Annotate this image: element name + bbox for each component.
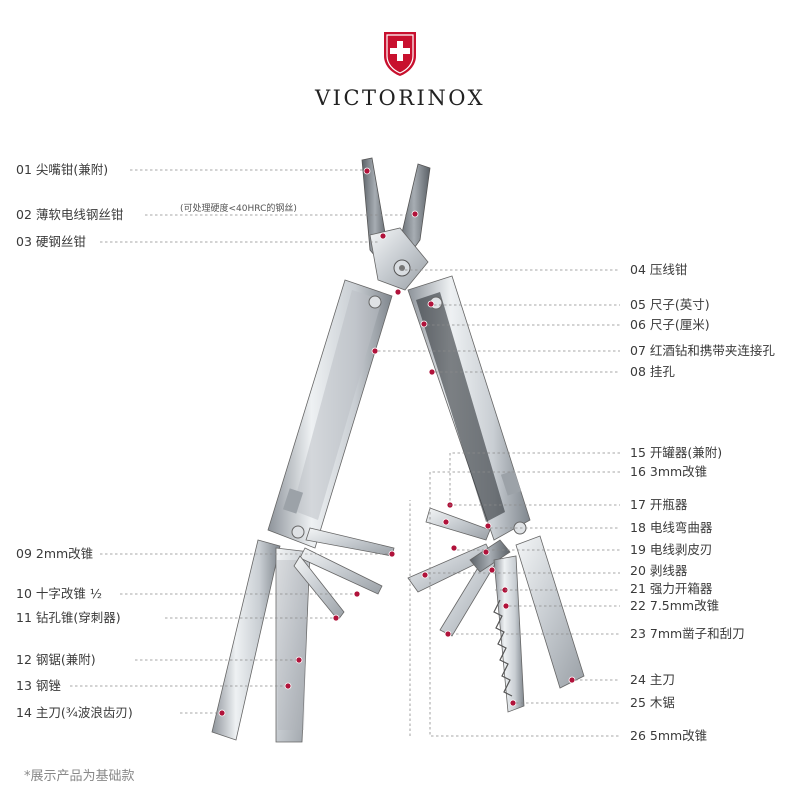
label-19: 19 电线剥皮刃 [630,542,713,557]
label-16: 16 3mm改锥 [630,464,708,479]
swiss-cross-shield-icon [384,32,416,76]
label-09: 09 2mm改锥 [16,546,94,561]
label-20: 20 剥线器 [630,563,688,578]
label-11: 11 钻孔锥(穿刺器) [16,610,121,625]
label-03: 03 硬钢丝钳 [16,234,86,249]
right-handle [407,275,531,541]
hardness-note: (可处理硬度<40HRC的钢丝) [180,204,297,214]
brand-name: VICTORINOX [314,86,486,110]
left-tools [211,527,395,743]
callout-markers [218,167,576,717]
label-01: 01 尖嘴钳(兼附) [16,162,109,177]
leader-lines [70,169,620,737]
label-22: 22 7.5mm改锥 [630,598,720,613]
left-handle [267,279,393,549]
label-04: 04 压线钳 [630,262,688,277]
footer-note: *展示产品为基础款 [24,769,135,784]
label-18: 18 电线弯曲器 [630,520,713,535]
label-15: 15 开罐器(兼附) [630,445,723,460]
label-25: 25 木锯 [630,695,675,710]
label-23: 23 7mm凿子和刮刀 [630,626,745,641]
label-26: 26 5mm改锥 [630,728,708,743]
label-12: 12 钢锯(兼附) [16,652,96,667]
label-21: 21 强力开箱器 [630,581,713,596]
label-05: 05 尺子(英寸) [630,297,710,312]
label-08: 08 挂孔 [630,364,675,379]
right-tools [407,507,585,713]
label-14: 14 主刀(¾波浪齿刃) [16,705,133,720]
label-24: 24 主刀 [630,672,675,687]
label-10: 10 十字改锥 ½ [16,586,102,601]
label-02: 02 薄软电线钢丝钳 [16,207,124,222]
label-13: 13 钢锉 [16,678,61,693]
label-17: 17 开瓶器 [630,497,688,512]
label-06: 06 尺子(厘米) [630,317,710,332]
pliers-jaws [361,157,431,291]
label-07: 07 红酒钻和携带夹连接孔 [630,343,775,358]
